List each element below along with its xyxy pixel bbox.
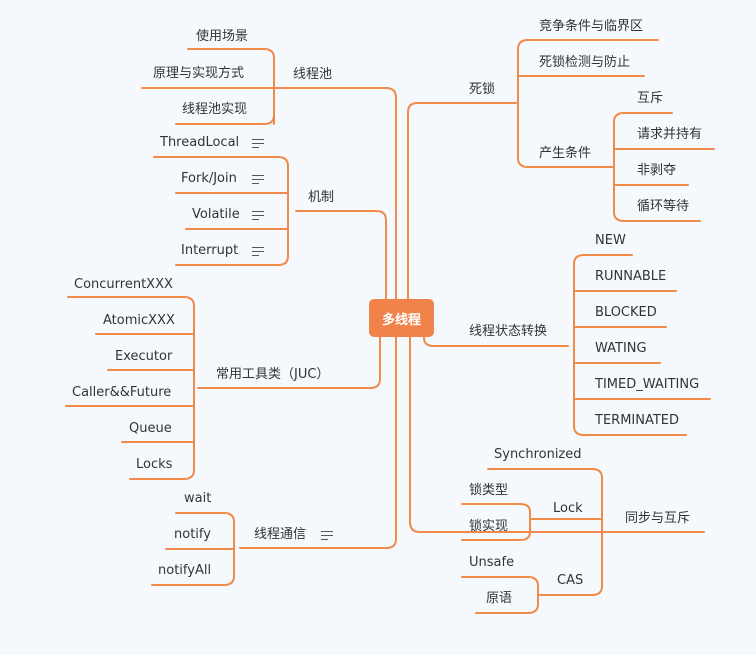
node-thread-states[interactable]: 线程状态转换 [469,324,548,339]
node-sync-mutex[interactable]: 同步与互斥 [625,511,691,526]
node-interrupt[interactable]: Interrupt [181,243,239,258]
node-thread-communication[interactable]: 线程通信 [254,527,307,542]
node-state-terminated[interactable]: TERMINATED [595,413,680,428]
node-principle-impl[interactable]: 原理与实现方式 [153,66,245,81]
node-notifyall[interactable]: notifyAll [158,563,212,578]
node-deadlock-detection[interactable]: 死锁检测与防止 [539,55,631,70]
node-synchronized[interactable]: Synchronized [494,447,582,462]
node-executor[interactable]: Executor [115,349,173,364]
node-state-blocked[interactable]: BLOCKED [595,305,657,320]
node-conditions[interactable]: 产生条件 [539,146,592,161]
root-node[interactable]: 多线程 [369,299,434,337]
node-lock[interactable]: Lock [553,501,583,516]
node-forkjoin[interactable]: Fork/Join [181,171,237,186]
node-thread-pool[interactable]: 线程池 [293,67,333,82]
node-atomicxxx[interactable]: AtomicXXX [103,313,175,328]
note-icon[interactable] [252,211,264,220]
node-wait[interactable]: wait [184,491,212,506]
node-unsafe[interactable]: Unsafe [469,555,515,570]
node-state-waiting[interactable]: WATING [595,341,647,356]
node-cas[interactable]: CAS [557,573,584,588]
node-queue[interactable]: Queue [129,421,172,436]
note-icon[interactable] [252,247,264,256]
node-state-timed-waiting[interactable]: TIMED_WAITING [595,377,700,392]
node-notify[interactable]: notify [174,527,211,542]
node-usage-scenarios[interactable]: 使用场景 [196,29,249,44]
node-concurrentxxx[interactable]: ConcurrentXXX [74,277,173,292]
node-lock-type[interactable]: 锁类型 [469,483,509,498]
node-mechanism[interactable]: 机制 [308,190,335,205]
node-primitive[interactable]: 原语 [486,591,513,606]
note-icon[interactable] [321,531,333,540]
node-volatile[interactable]: Volatile [192,207,240,222]
node-threadlocal[interactable]: ThreadLocal [160,135,240,150]
node-caller-future[interactable]: Caller&&Future [72,385,172,400]
node-locks[interactable]: Locks [136,457,173,472]
node-mutual-exclusion[interactable]: 互斥 [637,91,664,106]
note-icon[interactable] [252,139,264,148]
note-icon[interactable] [252,175,264,184]
node-deadlock[interactable]: 死锁 [469,82,496,97]
node-circular-wait[interactable]: 循环等待 [637,199,690,214]
node-race-condition[interactable]: 竞争条件与临界区 [539,19,644,34]
node-no-preemption[interactable]: 非剥夺 [637,163,677,178]
node-hold-and-wait[interactable]: 请求并持有 [637,127,703,142]
node-state-runnable[interactable]: RUNNABLE [595,269,667,284]
node-pool-impl[interactable]: 线程池实现 [182,102,248,117]
node-juc[interactable]: 常用工具类（JUC） [216,367,330,382]
node-lock-impl[interactable]: 锁实现 [469,519,509,534]
node-state-new[interactable]: NEW [595,233,626,248]
